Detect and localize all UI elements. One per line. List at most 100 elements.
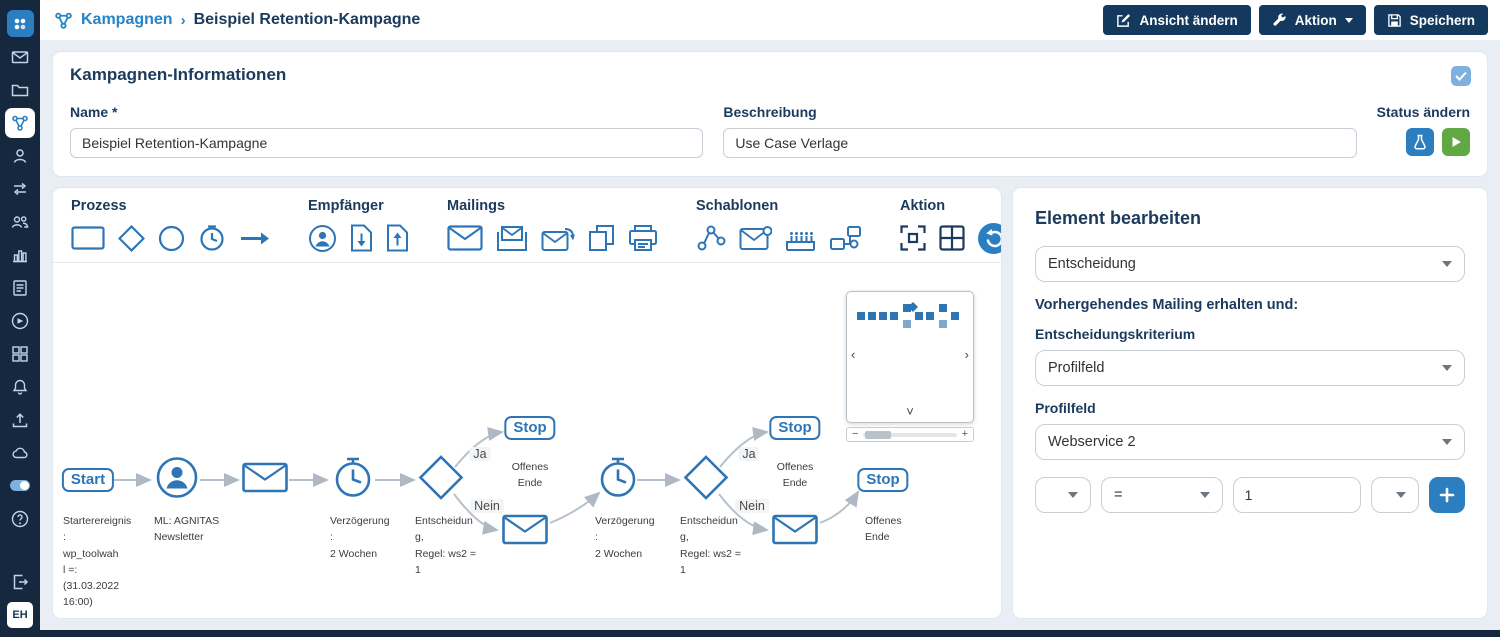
start-node[interactable]: Start	[61, 468, 115, 492]
criterion-label: Entscheidungskriterium	[1035, 326, 1196, 342]
edge-label-nein-1[interactable]: Nein	[470, 499, 504, 513]
criterion-select[interactable]: Profilfeld	[1035, 350, 1465, 386]
page-content: Kampagnen-Informationen Name * Beschreib…	[40, 40, 1500, 630]
sidebar-item-cloud[interactable]	[3, 436, 37, 469]
sidebar-item-forms[interactable]	[3, 337, 37, 370]
mailing-icon[interactable]	[447, 225, 483, 251]
edge-label-ja-1[interactable]: Ja	[469, 447, 491, 461]
sidebar-item-target-groups[interactable]	[3, 205, 37, 238]
minimap-pan-right[interactable]: ›	[964, 347, 969, 362]
edge-label-ja-2[interactable]: Ja	[738, 447, 760, 461]
fullscreen-icon[interactable]	[900, 225, 926, 251]
start-campaign-button[interactable]	[1442, 128, 1471, 156]
mailing-node-2[interactable]	[502, 514, 548, 550]
sub-campaign-icon[interactable]	[829, 224, 862, 252]
copy-mailing-icon[interactable]	[588, 224, 615, 252]
stop-node-2[interactable]: Stop	[769, 416, 821, 440]
campaign-name-input[interactable]	[70, 128, 704, 158]
delay-node-2[interactable]	[598, 457, 638, 504]
sidebar-item-import-export[interactable]	[3, 172, 37, 205]
stop-node-2-caption: Offenes Ende	[776, 461, 814, 490]
delay-node-1[interactable]	[333, 457, 373, 504]
rule-chain-operator-select[interactable]	[1035, 477, 1091, 513]
sidebar-item-upload[interactable]	[3, 403, 37, 436]
canvas-zoom-bar[interactable]: − +	[846, 427, 974, 442]
workflow-canvas[interactable]: Start	[53, 262, 1001, 618]
followup-mailing-icon[interactable]	[541, 225, 575, 252]
breadcrumb-section[interactable]: Kampagnen	[81, 11, 173, 28]
save-button[interactable]: Speichern	[1373, 5, 1488, 35]
mailing-node-1[interactable]	[242, 462, 288, 498]
element-type-select[interactable]: Entscheidung	[1035, 246, 1465, 282]
sidebar-item-help[interactable]	[3, 502, 37, 535]
add-rule-button[interactable]	[1429, 477, 1465, 513]
user-initials-badge[interactable]: EH	[3, 598, 37, 631]
target-groups-icon	[11, 215, 29, 228]
arrow-icon[interactable]	[239, 230, 270, 247]
recipient-icon[interactable]	[308, 224, 337, 253]
sidebar-item-notifications[interactable]	[3, 370, 37, 403]
minimap-preview	[857, 302, 959, 328]
rule-operator-select[interactable]: =	[1101, 477, 1223, 513]
minimap-pan-left[interactable]: ‹	[851, 347, 856, 362]
sidebar-item-campaigns[interactable]	[3, 106, 37, 139]
profile-field-select[interactable]: Webservice 2	[1035, 424, 1465, 460]
campaign-description-input[interactable]	[723, 128, 1357, 158]
import-list-icon[interactable]	[350, 224, 373, 252]
diamond-shape-icon[interactable]	[118, 224, 145, 252]
grid-icon[interactable]	[939, 225, 965, 251]
campaign-breadcrumb-icon	[55, 12, 72, 29]
notifications-icon	[12, 379, 28, 395]
workflow-connectors	[110, 427, 860, 536]
delay-node-2-caption: Verzögerung : 2 Wochen	[595, 515, 655, 560]
webservice-icon[interactable]	[696, 224, 726, 253]
minimap-collapse[interactable]: ˅	[906, 404, 914, 419]
rule-value-input[interactable]	[1232, 477, 1361, 513]
archive-mailing-icon[interactable]	[496, 225, 528, 252]
zoom-handle[interactable]	[865, 430, 892, 439]
decision-node-1[interactable]	[418, 455, 464, 506]
description-label: Beschreibung	[723, 104, 817, 120]
recipient-node[interactable]	[155, 456, 199, 505]
sidebar-item-reports[interactable]	[3, 271, 37, 304]
zoom-track[interactable]	[863, 430, 957, 439]
test-run-button[interactable]	[1406, 128, 1435, 156]
sidebar: EH	[0, 0, 40, 637]
circle-shape-icon[interactable]	[158, 225, 185, 252]
zoom-out-button[interactable]: −	[852, 428, 859, 440]
decision-node-2[interactable]	[683, 455, 729, 506]
zoom-in-button[interactable]: +	[961, 428, 968, 440]
deadline-icon[interactable]	[198, 224, 226, 252]
mailing-stack-icon[interactable]	[628, 224, 658, 252]
template-mailing-icon[interactable]	[739, 225, 772, 251]
feature-toggle[interactable]	[3, 469, 37, 502]
undo-button[interactable]	[978, 222, 1001, 254]
statistics-icon	[13, 249, 27, 262]
stop-node-1[interactable]: Stop	[504, 416, 556, 440]
rule-parenthesis-select[interactable]	[1371, 477, 1419, 513]
action-menu-button[interactable]: Aktion	[1258, 5, 1366, 35]
sidebar-item-mailings[interactable]	[3, 40, 37, 73]
edge-label-nein-2[interactable]: Nein	[735, 499, 769, 513]
agnitas-logo-icon	[6, 10, 34, 37]
mailing-node-3[interactable]	[772, 514, 818, 550]
campaign-active-checkbox[interactable]	[1451, 66, 1471, 86]
sidebar-item-logout[interactable]	[3, 565, 37, 598]
bottom-bar	[40, 630, 1500, 637]
sidebar-item-recipients[interactable]	[3, 139, 37, 172]
sidebar-item-actions[interactable]	[3, 304, 37, 337]
agnitas-logo[interactable]	[3, 7, 37, 40]
rectangle-shape-icon[interactable]	[71, 226, 105, 250]
anniversary-icon[interactable]	[785, 225, 816, 252]
flask-icon	[1414, 134, 1426, 150]
canvas-minimap[interactable]: ‹ › ˅	[846, 291, 974, 423]
chevron-down-icon	[1344, 17, 1353, 23]
stop-node-3[interactable]: Stop	[857, 468, 909, 492]
sidebar-item-statistics[interactable]	[3, 238, 37, 271]
change-view-button[interactable]: Ansicht ändern	[1103, 5, 1251, 35]
sidebar-item-archive[interactable]	[3, 73, 37, 106]
mailing-node-icon	[502, 514, 548, 545]
workspace: Prozess Empfänger	[52, 187, 1488, 619]
export-list-icon[interactable]	[386, 224, 409, 252]
